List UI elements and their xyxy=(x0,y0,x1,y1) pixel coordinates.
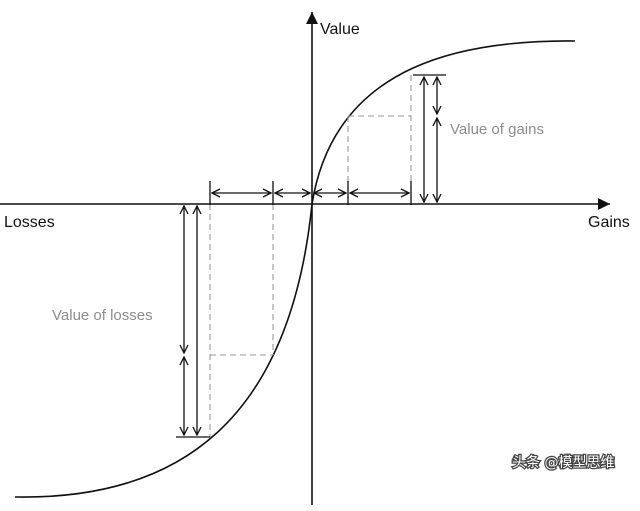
x-axis-positive-label: Gains xyxy=(588,214,630,231)
loss-value-arrows xyxy=(176,206,210,438)
dashed-guides xyxy=(209,75,412,437)
watermark: 头条 @模型思维 xyxy=(511,453,616,473)
horizontal-arrows xyxy=(209,181,412,205)
gains-region-label: Value of gains xyxy=(450,121,544,138)
y-axis-label: Value xyxy=(320,21,360,38)
x-axis-negative-label: Losses xyxy=(4,214,55,231)
watermark-text: 头条 @模型思维 xyxy=(512,454,614,471)
value-curve xyxy=(14,40,576,498)
losses-region-label: Value of losses xyxy=(52,307,153,324)
axes xyxy=(0,12,610,505)
gain-value-arrows xyxy=(413,74,446,202)
